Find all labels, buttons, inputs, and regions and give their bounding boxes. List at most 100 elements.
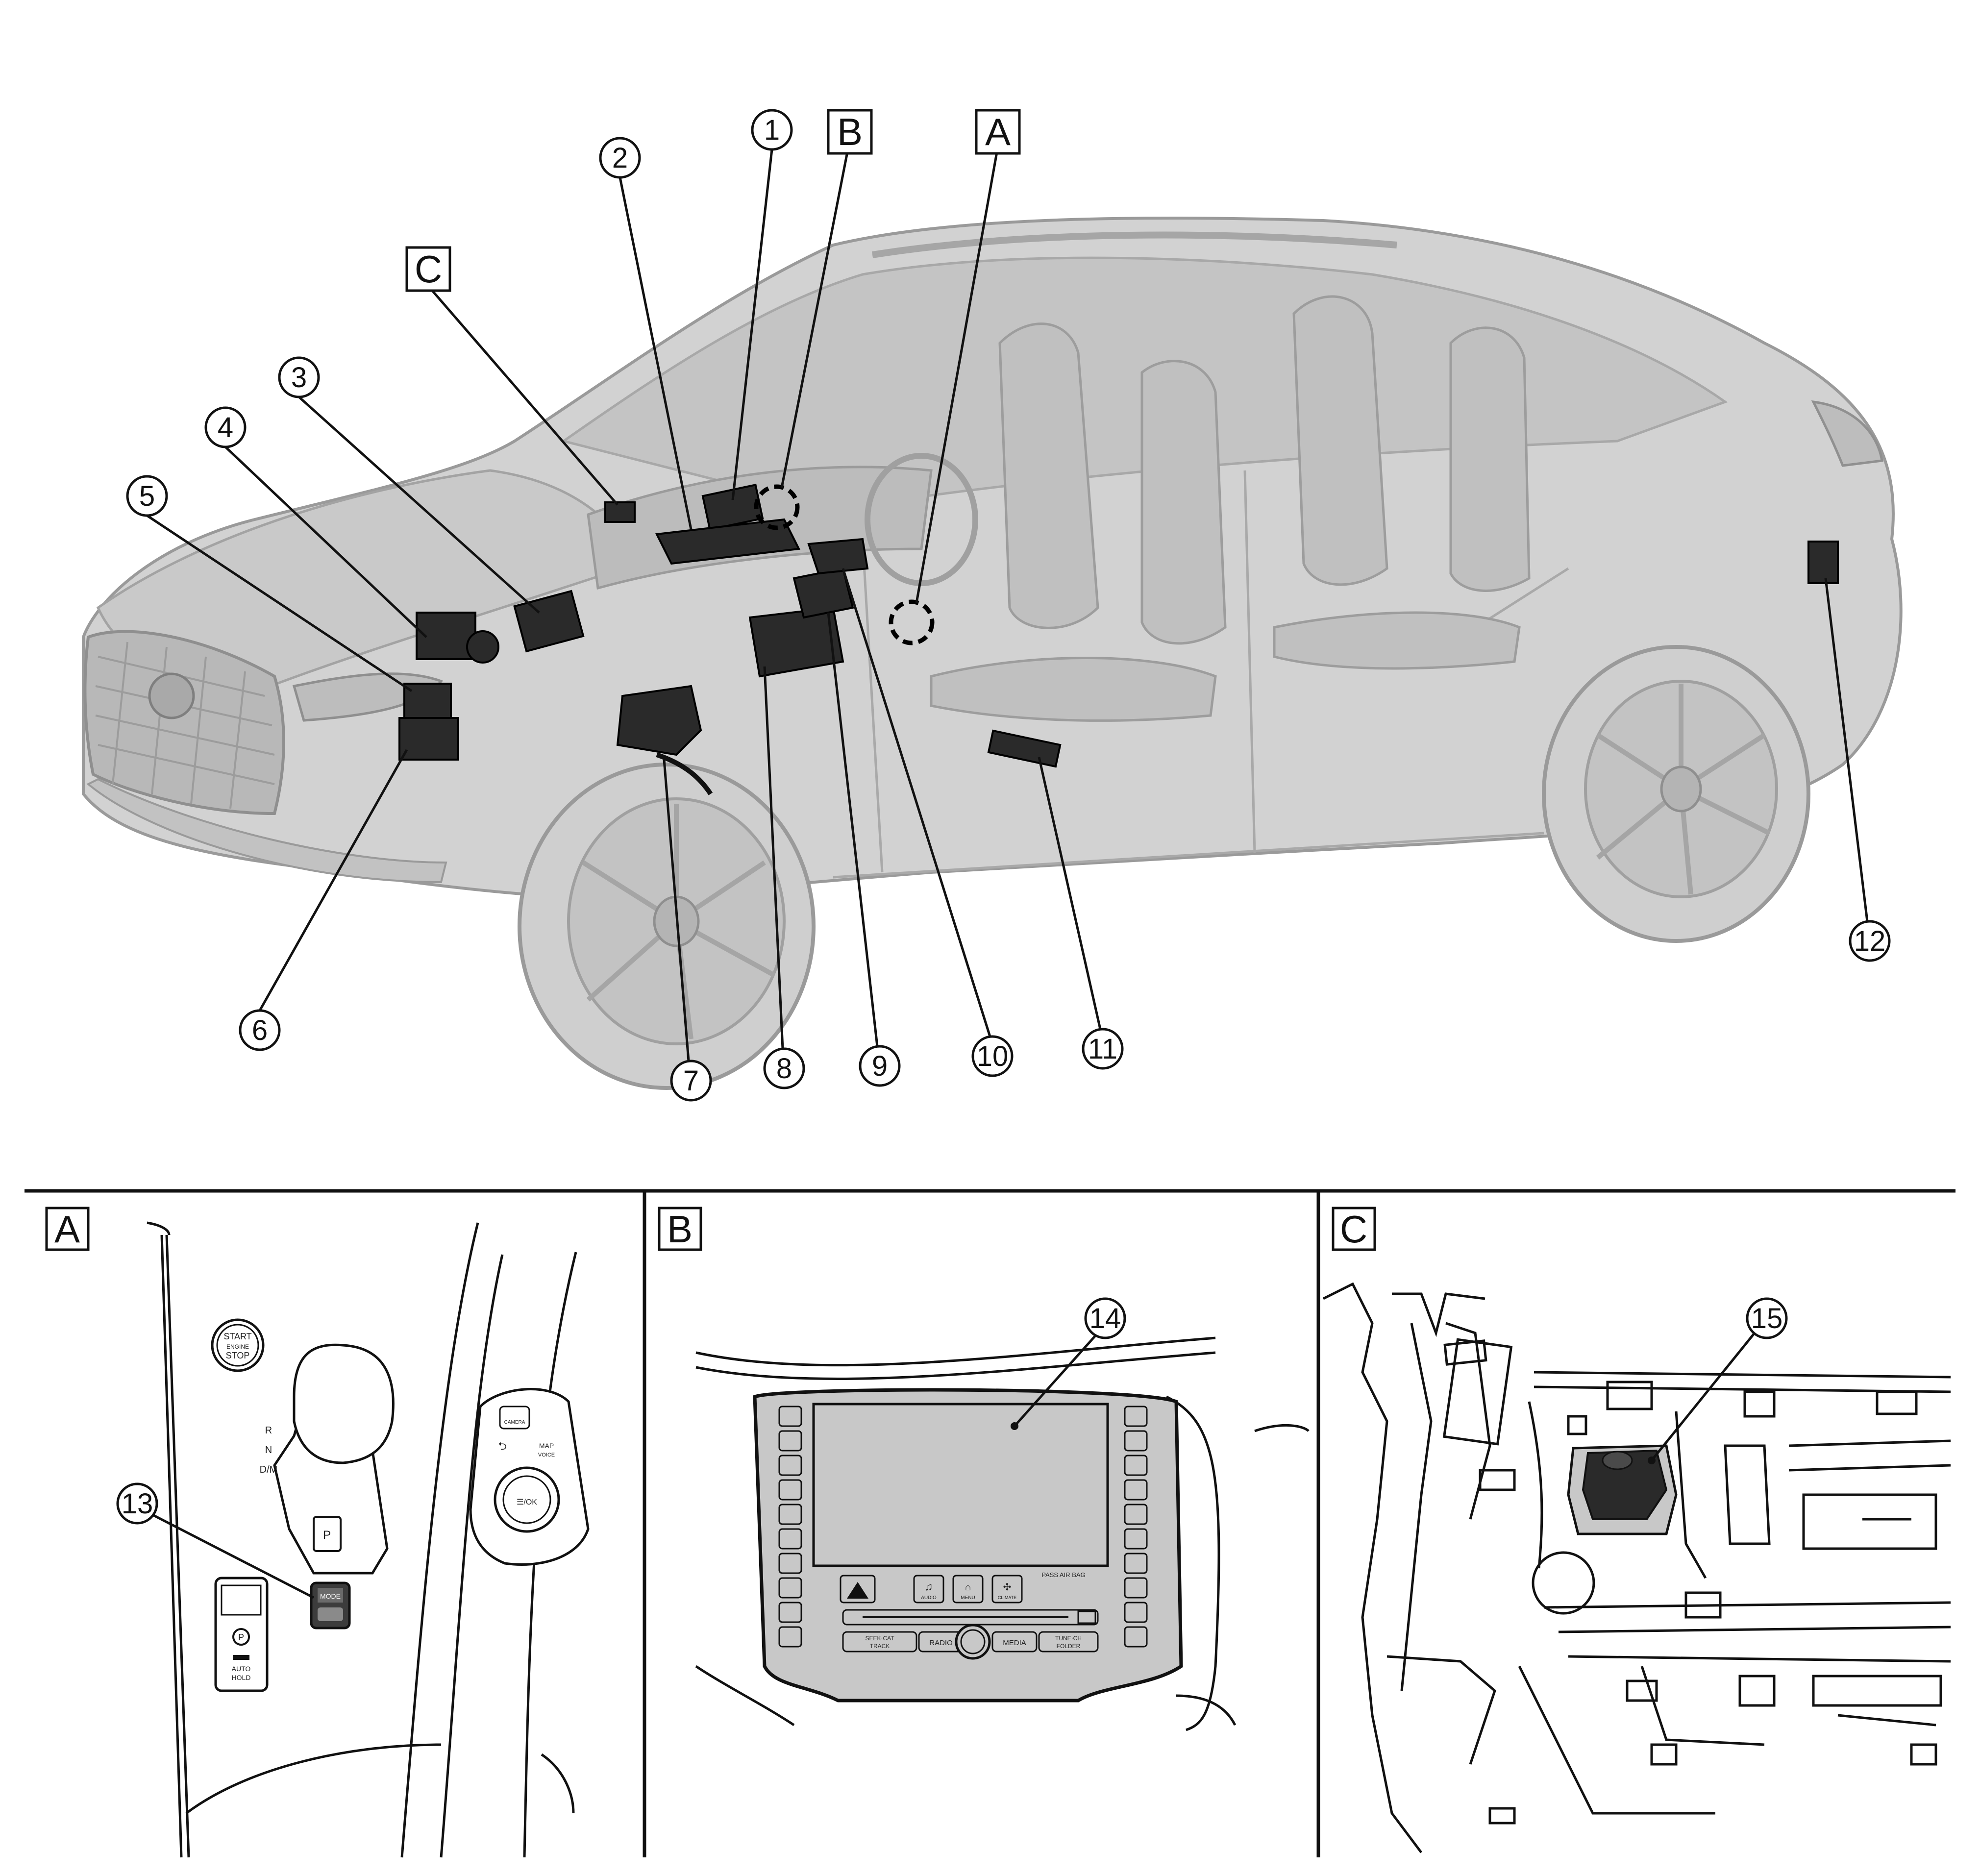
callout-4: 4 bbox=[204, 406, 247, 448]
volume-power-knob[interactable] bbox=[955, 1624, 991, 1660]
leader-14 bbox=[1014, 1332, 1099, 1427]
svg-text:A: A bbox=[985, 110, 1011, 153]
svg-text:⌂: ⌂ bbox=[965, 1582, 971, 1593]
svg-text:CAMERA: CAMERA bbox=[504, 1420, 525, 1425]
svg-text:1: 1 bbox=[764, 114, 780, 146]
callout-11: 11 bbox=[1082, 1028, 1124, 1070]
svg-text:HOLD: HOLD bbox=[232, 1674, 251, 1681]
svg-text:♫: ♫ bbox=[925, 1580, 933, 1593]
svg-text:AUTO: AUTO bbox=[232, 1665, 251, 1673]
media-button[interactable]: MEDIA bbox=[991, 1631, 1038, 1653]
svg-text:MAP: MAP bbox=[539, 1442, 554, 1450]
svg-text:N: N bbox=[265, 1445, 272, 1456]
controller-knob[interactable] bbox=[494, 1466, 560, 1533]
rear-wheel bbox=[1542, 645, 1810, 943]
panel-c-round-opening bbox=[1532, 1551, 1595, 1615]
svg-text:4: 4 bbox=[218, 412, 233, 444]
svg-text:15: 15 bbox=[1751, 1303, 1783, 1334]
leader-15 bbox=[1651, 1332, 1756, 1461]
front-wheel bbox=[518, 763, 816, 1090]
component-c bbox=[604, 501, 636, 523]
steering-wheel bbox=[865, 453, 978, 586]
callout-3: 3 bbox=[278, 356, 320, 398]
svg-text:2: 2 bbox=[612, 142, 628, 174]
callout-5: 5 bbox=[126, 475, 168, 517]
audio-button[interactable]: ♫ AUDIO bbox=[913, 1575, 944, 1604]
callout-2: 2 bbox=[599, 137, 641, 179]
seek-button[interactable]: SEEK·CAT TRACK bbox=[842, 1631, 917, 1653]
svg-text:START: START bbox=[223, 1332, 251, 1341]
svg-text:MODE: MODE bbox=[320, 1592, 341, 1600]
svg-text:RADIO: RADIO bbox=[929, 1639, 953, 1647]
svg-text:7: 7 bbox=[683, 1065, 699, 1097]
svg-text:13: 13 bbox=[122, 1488, 153, 1520]
component-5 bbox=[403, 683, 452, 719]
console-outline bbox=[147, 1221, 577, 1858]
infotainment-controller[interactable]: CAMERA ⮌ MAP VOICE ☰/OK bbox=[469, 1388, 590, 1566]
shift-lever[interactable]: P R N D/M bbox=[260, 1343, 395, 1575]
component-4-sensor bbox=[466, 630, 499, 664]
svg-text:TRACK: TRACK bbox=[870, 1643, 890, 1650]
drive-mode-switch[interactable]: MODE bbox=[310, 1581, 351, 1629]
callout-7: 7 bbox=[670, 1060, 712, 1102]
engine-start-stop-button[interactable]: START ENGINE STOP bbox=[211, 1318, 265, 1372]
radio-button[interactable]: RADIO bbox=[918, 1631, 964, 1653]
brand-emblem bbox=[148, 672, 195, 719]
parking-brake-switch[interactable]: P bbox=[214, 1577, 269, 1692]
svg-text:8: 8 bbox=[776, 1053, 792, 1085]
camera-button[interactable] bbox=[499, 1406, 530, 1430]
svg-text:9: 9 bbox=[872, 1050, 888, 1082]
callout-14: 14 bbox=[1084, 1297, 1126, 1339]
svg-text:10: 10 bbox=[977, 1040, 1009, 1072]
svg-text:P: P bbox=[238, 1632, 244, 1642]
svg-text:FOLDER: FOLDER bbox=[1057, 1643, 1081, 1650]
front-bumper bbox=[86, 778, 447, 884]
svg-text:TUNE·CH: TUNE·CH bbox=[1055, 1635, 1082, 1642]
location-marker-a bbox=[889, 599, 935, 645]
view-callout-a: A bbox=[975, 109, 1021, 155]
svg-text:D/M: D/M bbox=[260, 1464, 278, 1475]
component-7-harness bbox=[656, 752, 713, 795]
left-vent bbox=[778, 1406, 802, 1648]
callout-6: 6 bbox=[239, 1009, 281, 1051]
view-callout-b: B bbox=[827, 109, 873, 155]
svg-text:3: 3 bbox=[291, 362, 307, 394]
view-callout-c: C bbox=[405, 246, 451, 292]
interior-seats bbox=[930, 295, 1531, 722]
svg-text:14: 14 bbox=[1089, 1303, 1121, 1334]
svg-text:R: R bbox=[265, 1425, 272, 1436]
svg-text:☰/OK: ☰/OK bbox=[517, 1498, 537, 1506]
eject-button[interactable] bbox=[1077, 1610, 1096, 1624]
hazard-button[interactable] bbox=[840, 1575, 876, 1604]
svg-text:✣: ✣ bbox=[1003, 1582, 1012, 1593]
svg-text:MENU: MENU bbox=[961, 1595, 975, 1601]
climate-button[interactable]: ✣ CLIMATE bbox=[991, 1575, 1023, 1604]
svg-text:AUDIO: AUDIO bbox=[921, 1595, 937, 1601]
roof-rail bbox=[871, 231, 1397, 258]
leader-14-dot bbox=[1011, 1422, 1018, 1430]
component-11 bbox=[987, 729, 1062, 768]
leader-lines bbox=[146, 149, 1869, 1061]
svg-text:MEDIA: MEDIA bbox=[1003, 1639, 1026, 1647]
tune-button[interactable]: TUNE·CH FOLDER bbox=[1038, 1631, 1099, 1653]
panel-b-label-box bbox=[658, 1207, 702, 1251]
panel-c-label: C bbox=[1340, 1208, 1367, 1251]
module-15 bbox=[1567, 1444, 1678, 1535]
panel-a-label-box bbox=[45, 1207, 90, 1251]
head-unit: ♫ AUDIO ⌂ MENU ✣ CLIMATE PASS AIR BAG bbox=[753, 1388, 1183, 1703]
svg-text:12: 12 bbox=[1854, 925, 1886, 957]
rear-lamp bbox=[1811, 400, 1883, 467]
component-10 bbox=[807, 538, 869, 575]
panel-a-label: A bbox=[54, 1208, 80, 1251]
auto-hold-switch[interactable]: AUTO HOLD bbox=[232, 1655, 251, 1681]
detail-panel-c: C bbox=[1322, 1207, 1951, 1853]
detail-panel-b: B bbox=[658, 1207, 1310, 1731]
svg-text:CLIMATE: CLIMATE bbox=[998, 1595, 1016, 1600]
callout-15: 15 bbox=[1746, 1297, 1788, 1339]
menu-button[interactable]: ⌂ MENU bbox=[952, 1575, 984, 1604]
component-2 bbox=[655, 518, 801, 565]
svg-text:VOICE: VOICE bbox=[538, 1452, 555, 1458]
callout-12: 12 bbox=[1849, 920, 1891, 962]
component-12 bbox=[1807, 541, 1839, 584]
door-lines bbox=[833, 470, 1569, 879]
